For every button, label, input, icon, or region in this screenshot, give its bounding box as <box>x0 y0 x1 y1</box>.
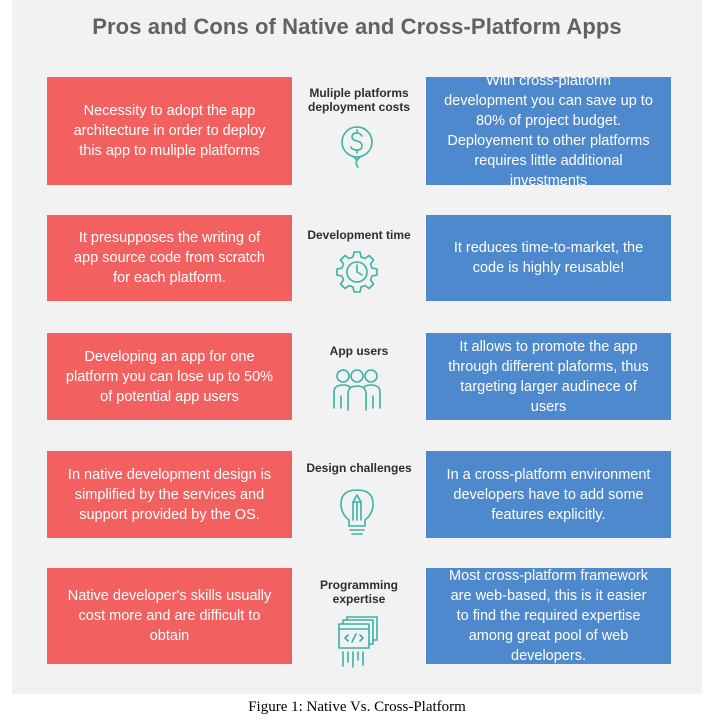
native-cell-deployment-costs: Necessity to adopt the app architecture … <box>47 77 292 185</box>
native-cell-programming-expertise: Native developer's skills usually cost m… <box>47 568 292 664</box>
cross-cell-deployment-costs: With cross-platform development you can … <box>426 73 671 189</box>
row-label-development-time: Development time <box>307 228 411 242</box>
figure-caption: Figure 1: Native Vs. Cross-Platform <box>248 699 466 715</box>
row-label-design-challenges: Design challenges <box>306 461 412 475</box>
native-cell-design-challenges: In native development design is simplifi… <box>47 451 292 538</box>
row-label-programming-expertise: Programming expertise <box>319 578 398 606</box>
cross-cell-programming-expertise: Most cross-platform framework are web-ba… <box>426 568 671 664</box>
native-cell-app-users: Developing an app for one platform you c… <box>47 333 292 420</box>
cross-cell-development-time: It reduces time-to-market, the code is h… <box>426 215 671 301</box>
code-window-icon <box>331 616 383 668</box>
gear-clock-icon <box>331 246 383 298</box>
users-icon <box>331 364 383 416</box>
cross-cell-design-challenges: In a cross-platform environment develope… <box>426 451 671 538</box>
cross-cell-app-users: It allows to promote the app through dif… <box>426 333 671 420</box>
lightbulb-pencil-icon <box>331 484 383 536</box>
native-cell-development-time: It presupposes the writing of app source… <box>47 215 292 301</box>
infographic-title: Pros and Cons of Native and Cross-Platfo… <box>92 14 622 39</box>
row-label-app-users: App users <box>329 344 389 358</box>
dollar-balloon-icon <box>331 120 383 172</box>
row-label-deployment-costs: Muliple platforms deployment costs <box>307 86 411 114</box>
